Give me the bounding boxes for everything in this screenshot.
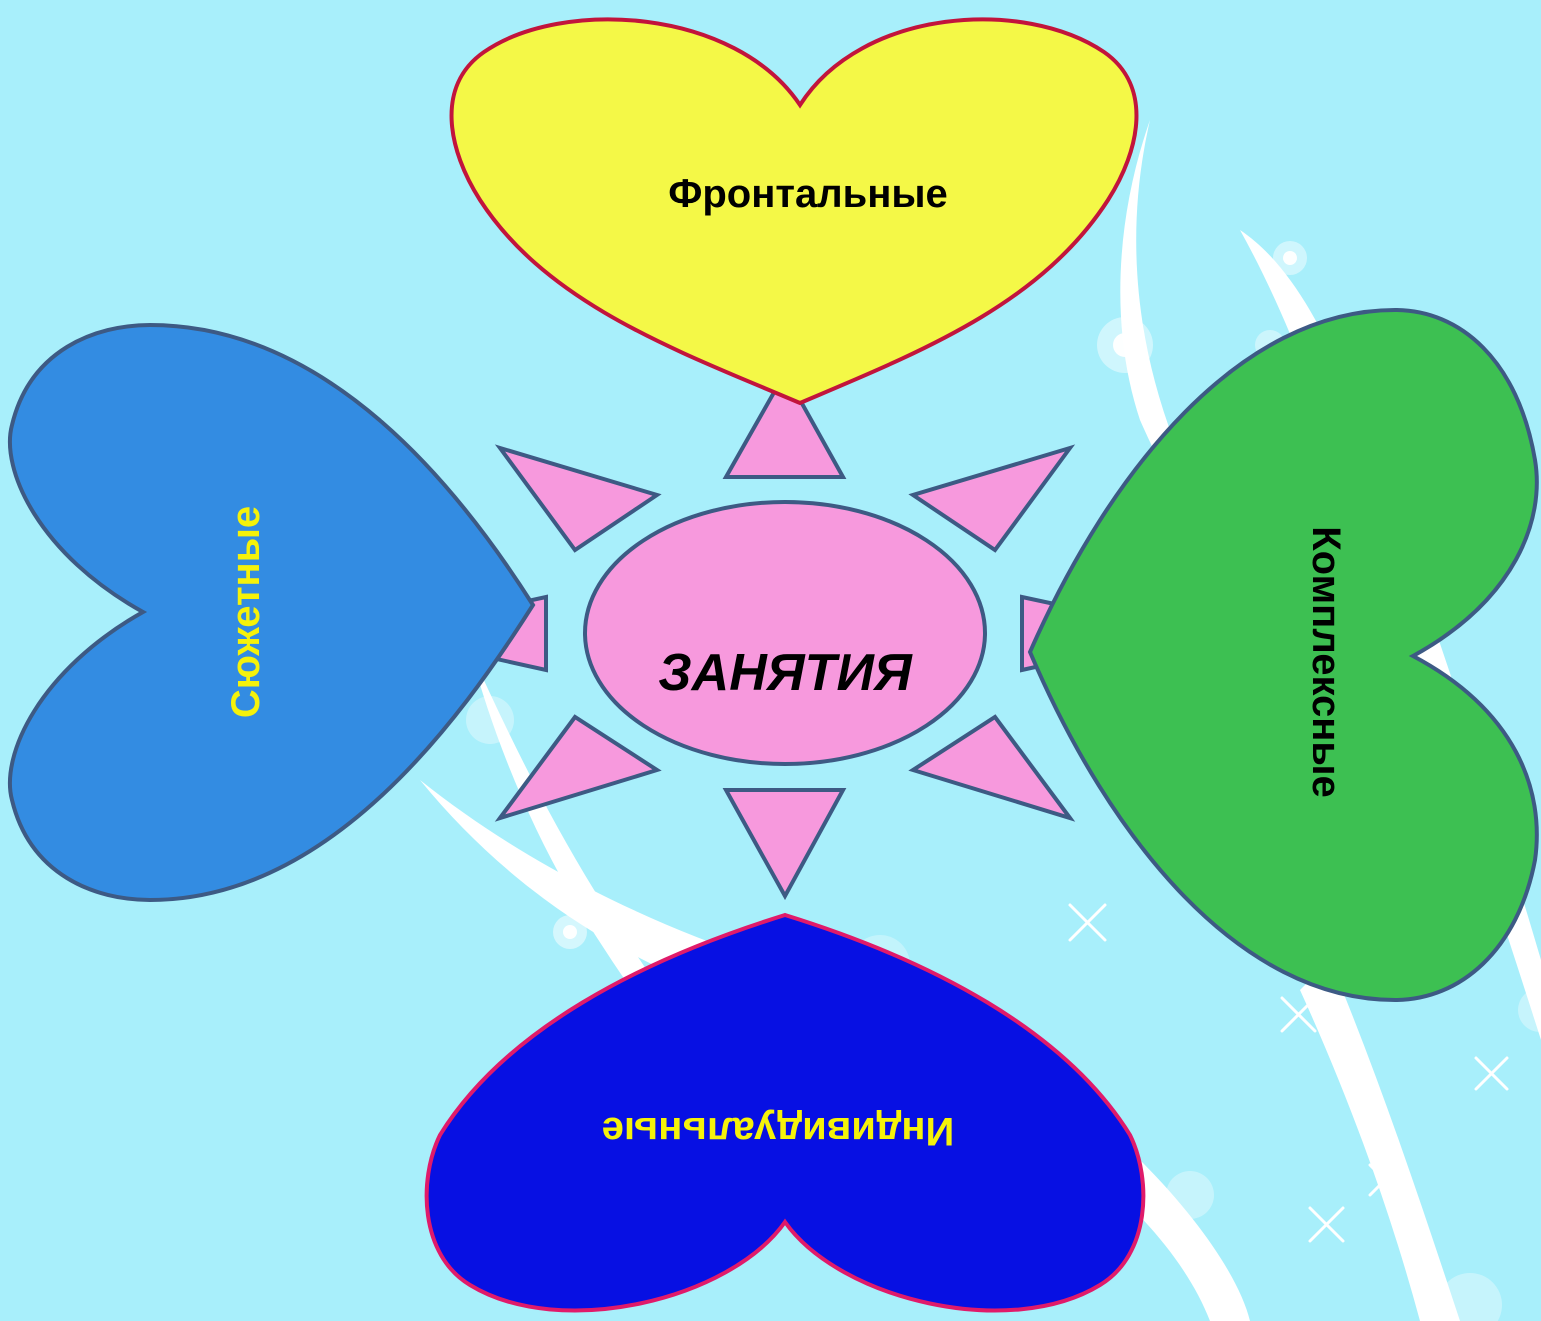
- ray-bottom-right: [908, 714, 1076, 822]
- ray-top-left: [494, 444, 662, 553]
- background-sparkles: [1068, 903, 1509, 1243]
- heart-right-shape: [1027, 307, 1539, 1003]
- label-left: Сюжетные: [224, 506, 268, 718]
- petal-left: Сюжетные: [7, 322, 536, 903]
- ray-bottom-left: [494, 714, 662, 822]
- label-top: Фронтальные: [668, 172, 948, 216]
- heart-left-shape: [7, 322, 536, 903]
- center-ellipse: [583, 500, 987, 766]
- heart-top-shape: [449, 17, 1139, 406]
- ray-bottom: [722, 788, 847, 901]
- heart-bottom-shape: [424, 912, 1146, 1313]
- background-decoration: [420, 120, 1541, 1321]
- ray-top: [722, 368, 847, 479]
- label-right: Комплексные: [1304, 526, 1348, 798]
- petal-right: Комплексные: [1027, 307, 1539, 1003]
- center-node: ЗАНЯТИЯ: [583, 500, 987, 766]
- petal-bottom: Индивидуальные: [424, 912, 1146, 1313]
- ray-top-right: [908, 444, 1076, 553]
- petal-top: Фронтальные: [449, 17, 1139, 406]
- center-label: ЗАНЯТИЯ: [658, 644, 913, 702]
- label-bottom: Индивидуальные: [602, 1109, 954, 1153]
